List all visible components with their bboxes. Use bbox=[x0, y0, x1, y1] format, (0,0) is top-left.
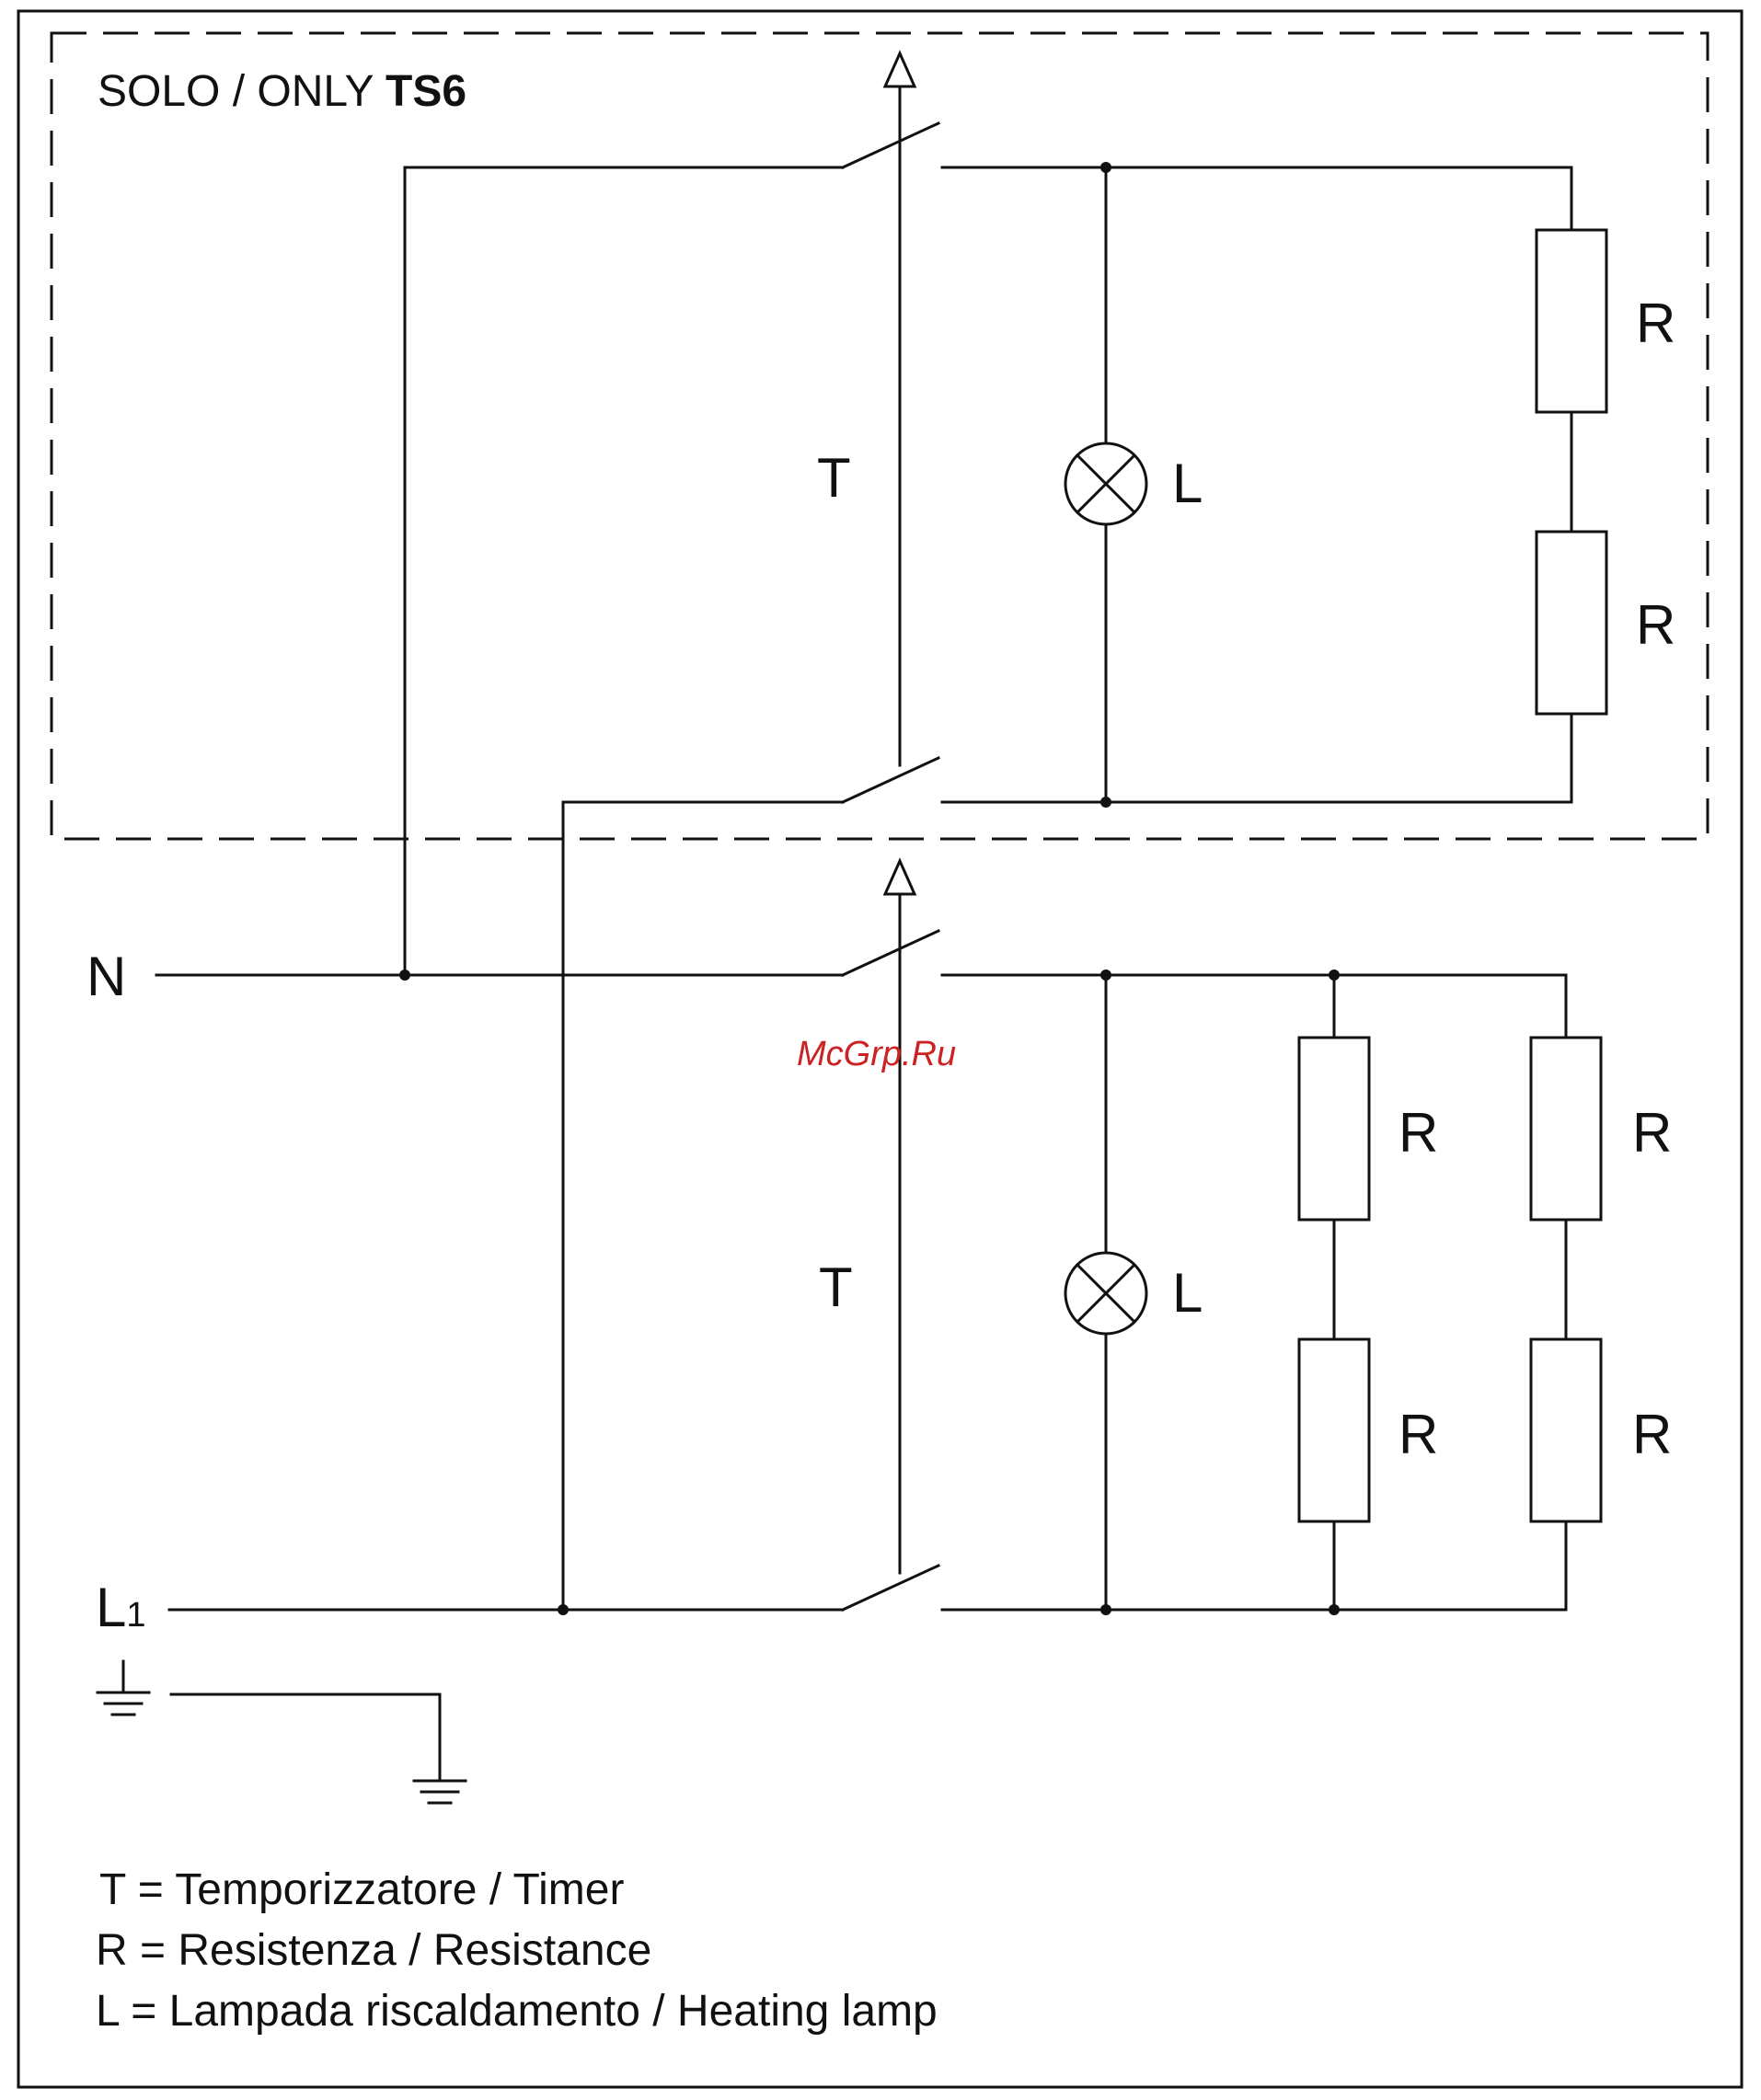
lower-mid-resistor-1-label: R bbox=[1398, 1102, 1438, 1164]
watermark: McGrp.Ru bbox=[797, 1035, 956, 1073]
upper-lamp-label: L bbox=[1172, 453, 1203, 514]
upper-junction-top bbox=[1100, 162, 1111, 173]
legend-timer: T = Temporizzatore / Timer bbox=[99, 1865, 624, 1914]
lower-right-resistor-2-label: R bbox=[1632, 1404, 1672, 1465]
ts6-title-model: TS6 bbox=[386, 67, 466, 116]
upper-neutral-feed bbox=[405, 167, 843, 975]
legend-lamp: L = Lampada riscaldamento / Heating lamp bbox=[96, 1987, 938, 2036]
lower-mid-resistor-2-label: R bbox=[1398, 1404, 1438, 1465]
upper-resistor-1-label: R bbox=[1636, 293, 1675, 354]
junction-mid-bottom bbox=[1329, 1604, 1340, 1615]
lower-timer-arrow-icon bbox=[885, 861, 915, 894]
junction-line bbox=[558, 1604, 569, 1615]
upper-line-feed bbox=[563, 802, 843, 1610]
legend-resistance: R = Resistenza / Resistance bbox=[96, 1926, 651, 1975]
upper-resistor-2-label: R bbox=[1636, 594, 1675, 656]
lower-mid-resistor-1 bbox=[1299, 1038, 1369, 1220]
lower-right-resistor-2 bbox=[1531, 1339, 1601, 1521]
lower-bottom-rail bbox=[942, 1521, 1566, 1610]
ts6-title-prefix: SOLO / ONLY bbox=[98, 67, 386, 116]
upper-lamp-icon bbox=[1065, 443, 1146, 524]
lower-circuit: N L1 T L R R bbox=[86, 861, 1672, 1638]
lower-timer-label: T bbox=[819, 1257, 853, 1318]
lower-right-resistor-1-label: R bbox=[1632, 1102, 1672, 1164]
junction-neutral bbox=[399, 970, 410, 981]
upper-timer-arrow-icon bbox=[885, 53, 915, 86]
upper-bottom-rail bbox=[942, 714, 1571, 802]
lower-top-rail bbox=[942, 975, 1566, 1038]
line-label-sub: 1 bbox=[126, 1596, 145, 1635]
ground-icon bbox=[414, 1781, 466, 1803]
lower-lamp-label: L bbox=[1172, 1262, 1203, 1324]
lower-switch-bottom bbox=[843, 1566, 938, 1610]
lower-right-resistor-1 bbox=[1531, 1038, 1601, 1220]
legend: T = Temporizzatore / Timer R = Resistenz… bbox=[96, 1865, 938, 2036]
upper-resistor-2 bbox=[1537, 532, 1606, 714]
line-label-main: L bbox=[96, 1577, 126, 1638]
junction-lamp-top bbox=[1100, 970, 1111, 981]
upper-timer-label: T bbox=[817, 447, 851, 509]
upper-switch-bottom bbox=[843, 758, 938, 802]
lower-mid-resistor-2 bbox=[1299, 1339, 1369, 1521]
upper-top-rail bbox=[942, 167, 1571, 230]
neutral-label: N bbox=[86, 946, 126, 1007]
ts6-title: SOLO / ONLY TS6 bbox=[98, 67, 466, 116]
upper-resistor-1 bbox=[1537, 230, 1606, 412]
upper-junction-bottom bbox=[1100, 797, 1111, 808]
earth-connection bbox=[98, 1661, 466, 1803]
upper-switch-top bbox=[843, 123, 938, 167]
lower-switch-top bbox=[843, 931, 938, 975]
junction-lamp-bottom bbox=[1100, 1604, 1111, 1615]
upper-circuit: T L R R bbox=[405, 53, 1675, 1610]
line-label: L1 bbox=[96, 1577, 146, 1638]
junction-mid-top bbox=[1329, 970, 1340, 981]
ground-icon bbox=[98, 1661, 149, 1715]
lower-lamp-icon bbox=[1065, 1253, 1146, 1334]
earth-wire bbox=[171, 1694, 440, 1781]
ts6-only-box bbox=[52, 33, 1708, 839]
